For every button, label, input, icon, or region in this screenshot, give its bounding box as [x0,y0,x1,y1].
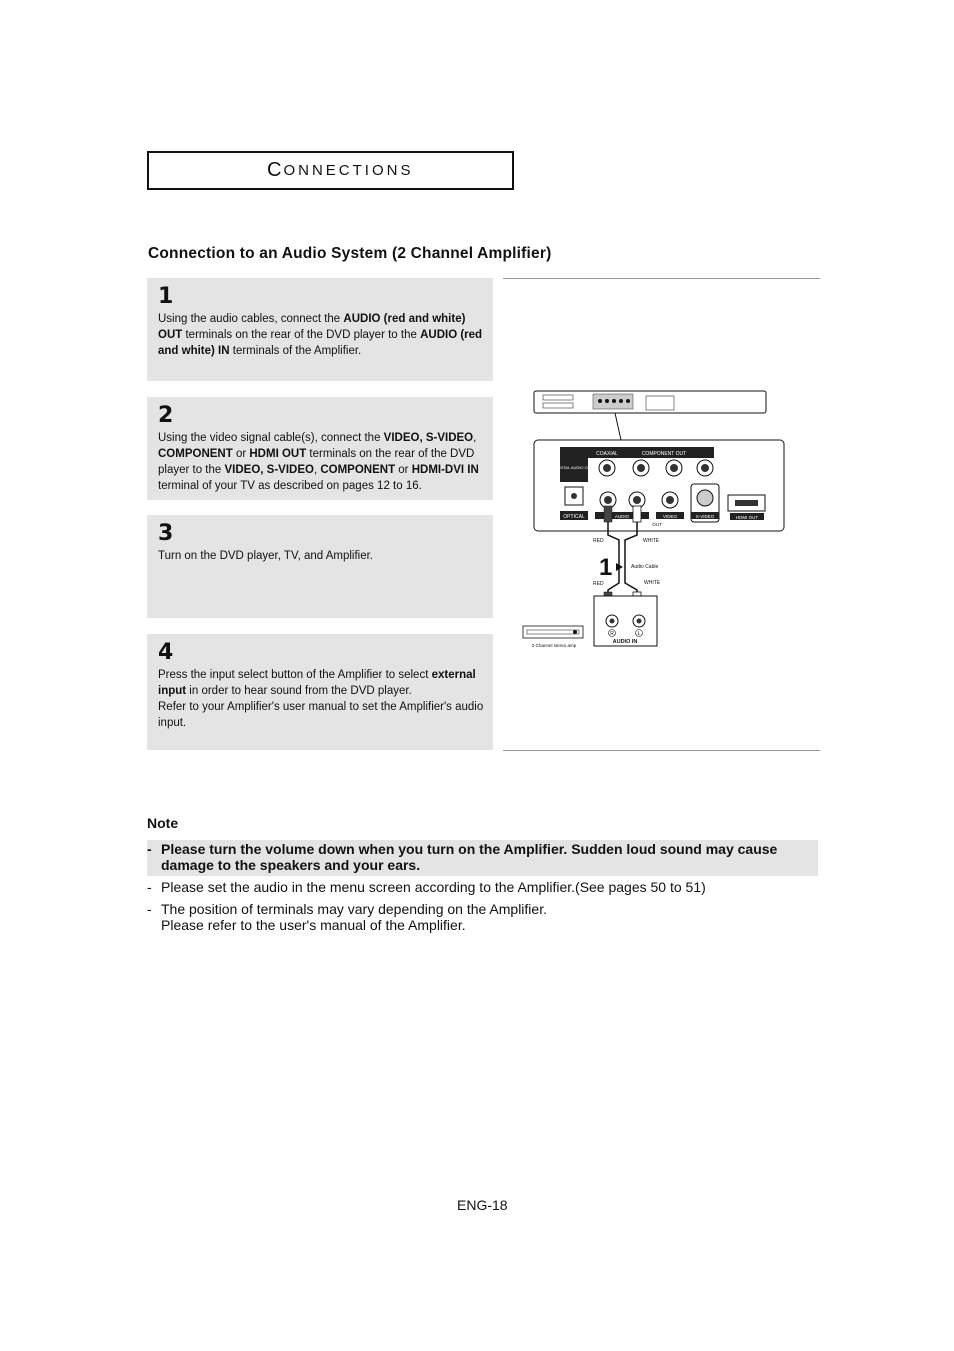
step-text-run: terminals of the Amplifier. [229,345,362,357]
amplifier-input-panel: R L AUDIO IN [593,595,658,647]
step-text: Press the input select button of the Amp… [158,667,486,731]
step-2: 2 Using the video signal cable(s), conne… [147,397,493,500]
audio-in-label: AUDIO IN [613,639,638,645]
diagram-top-rule [503,278,820,279]
step-text-bold: VIDEO, S-VIDEO [383,432,474,444]
out-label: OUT [652,522,662,527]
component-out-label: COMPONENT OUT [642,451,686,457]
hdmi-out-label: HDMI OUT [736,515,758,520]
step-text: Using the audio cables, connect the AUDI… [158,311,486,359]
note-text: Please turn the volume down when you tur… [161,841,778,873]
step-number: 1 [158,284,174,309]
step-number: 3 [158,521,174,546]
white-label-top: WHITE [643,538,660,544]
optical-label: OPTICAL [563,514,585,520]
step-number: 4 [158,640,174,665]
connection-diagram: COAXIAL COMPONENT OUT DIGITAL AUDIO OUT … [522,390,785,648]
step-text-bold: AUDIO (red and white) IN [158,329,483,357]
step-text-run: terminals on the rear of the DVD player … [182,329,421,341]
step-text-bold: external input [158,669,476,697]
note-dash: - [147,879,152,895]
note-text: The position of terminals may vary depen… [161,901,547,933]
step-text-bold: COMPONENT [320,464,396,476]
dvd-terminal-panel: COAXIAL COMPONENT OUT DIGITAL AUDIO OUT … [533,412,785,532]
step-text-run: terminals on the rear of the DVD player … [158,448,475,476]
step-text-run: , [473,432,477,444]
step-text-run: Press the input select button of the Amp… [158,669,432,681]
amp-label: 2-Channel stereo amp [532,643,577,648]
step-text-run: Refer to your Amplifier's user manual to… [158,701,484,729]
red-label-top: RED [593,538,604,544]
coaxial-label: COAXIAL [596,451,618,457]
svideo-label: S-VIDEO [696,514,715,519]
step-number: 2 [158,403,174,428]
step-text-run: Using the video signal cable(s), connect… [158,432,384,444]
diagram-bottom-rule [503,750,820,751]
step-text-run: , [313,464,321,476]
note-title: Note [147,815,179,831]
step-text-run: Using the audio cables, connect the [158,313,344,325]
red-label-bottom: RED [593,581,604,587]
step-text-bold: HDMI-DVI IN [411,464,479,476]
digital-audio-out-label: DIGITAL AUDIO OUT [555,465,594,470]
audio-label: AUDIO [615,514,630,519]
step-text-run: in order to hear sound from the DVD play… [186,685,412,697]
step-text-bold: VIDEO, S-VIDEO [224,464,314,476]
step-text: Turn on the DVD player, TV, and Amplifie… [158,548,486,564]
note-text: Please set the audio in the menu screen … [161,879,706,895]
note-dash: - [147,841,152,857]
step-text-run: terminal of your TV as described on page… [158,480,422,492]
step-marker: 1 [599,554,612,581]
step-text-bold: AUDIO (red and white) OUT [158,313,466,341]
step-4: 4 Press the input select button of the A… [147,634,493,750]
step-text-run: or [395,464,412,476]
stereo-amp: 2-Channel stereo amp [522,625,584,648]
step-text-bold: COMPONENT [158,448,233,460]
step-1: 1 Using the audio cables, connect the AU… [147,278,493,381]
r-label: R [610,631,614,637]
step-text: Using the video signal cable(s), connect… [158,430,486,494]
l-label: L [638,631,641,637]
page-heading: Connection to an Audio System (2 Channel… [148,245,552,262]
step-text-run: Turn on the DVD player, TV, and Amplifie… [158,550,373,562]
page-number: ENG-18 [457,1197,508,1213]
white-label-bottom: WHITE [644,580,661,586]
step-text-run: or [232,448,250,460]
video-label: VIDEO [663,514,678,519]
note-highlight [147,840,818,876]
note-dash: - [147,901,152,917]
dvd-player-rear [533,390,767,441]
step-3: 3 Turn on the DVD player, TV, and Amplif… [147,515,493,618]
step-text-bold: HDMI OUT [249,448,307,460]
audio-cable-label: Audio Cable [631,564,658,570]
